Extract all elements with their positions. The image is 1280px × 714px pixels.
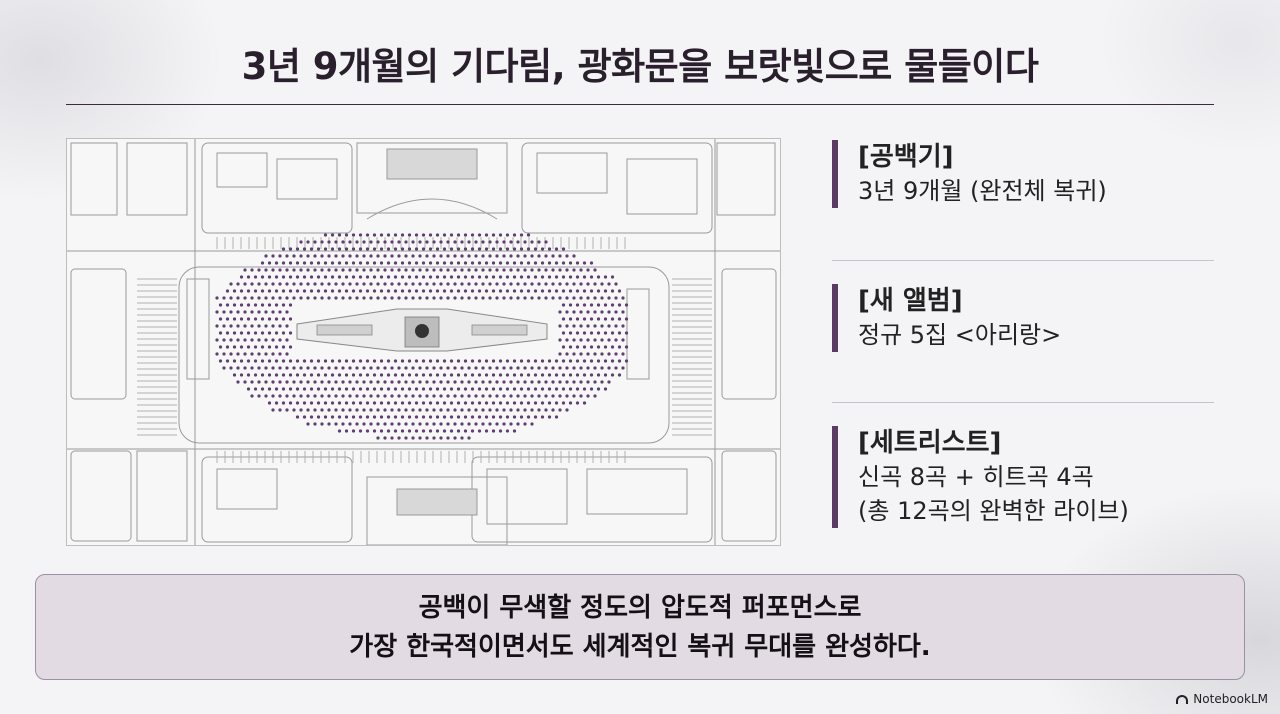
info-hiatus-value: 3년 9개월 (완전체 복귀): [858, 177, 1107, 205]
info-setlist: [세트리스트] 신곡 8곡 + 히트곡 4곡 (총 12곡의 완벽한 라이브): [832, 426, 1129, 528]
city-block: [521, 142, 713, 234]
building: [536, 152, 608, 194]
side-structure: [186, 278, 210, 380]
gate-roof: [386, 148, 478, 180]
info-separator: [832, 260, 1214, 261]
city-block: [716, 142, 776, 216]
center-stage: [296, 308, 548, 352]
info-separator: [832, 402, 1214, 403]
info-hiatus-label: [공백기]: [858, 142, 954, 172]
city-block: [721, 268, 777, 400]
gate-compound: [366, 476, 508, 545]
info-album-value: 정규 5집 <아리랑>: [858, 321, 1062, 349]
building: [486, 468, 568, 525]
plaza-outline: [178, 266, 670, 444]
crowd-dots: [215, 233, 629, 440]
gwanghwamun-plaza-map: [66, 138, 781, 546]
info-album-label: [새 앨범]: [858, 286, 963, 316]
plaza-site-plan: [67, 139, 780, 545]
gate-arc: [366, 198, 498, 220]
brand-mark: NotebookLM: [1176, 692, 1268, 706]
banner-line-1: 공백이 무색할 정도의 압도적 퍼포먼스로: [418, 593, 862, 623]
summary-banner: 공백이 무색할 정도의 압도적 퍼포먼스로 가장 한국적이면서도 세계적인 복귀…: [35, 574, 1245, 680]
city-block: [70, 142, 118, 216]
info-setlist-label: [세트리스트]: [858, 428, 1002, 458]
info-setlist-value-2: (총 12곡의 완벽한 라이브): [858, 497, 1129, 525]
city-block: [70, 268, 127, 400]
building: [626, 158, 698, 215]
city-block: [126, 142, 188, 216]
building: [276, 158, 338, 200]
brand-name: NotebookLM: [1193, 692, 1268, 706]
gate-compound: [356, 142, 508, 214]
slide-title: 3년 9개월의 기다림, 광화문을 보랏빛으로 물들이다: [241, 45, 1039, 88]
banner-line-2: 가장 한국적이면서도 세계적인 복귀 무대를 완성하다.: [349, 632, 931, 662]
building: [216, 152, 268, 188]
notebooklm-logo-icon: [1176, 694, 1189, 704]
city-block: [201, 142, 353, 234]
city-block: [136, 450, 188, 542]
info-new-album: [새 앨범] 정규 5집 <아리랑>: [832, 284, 1061, 352]
city-block: [201, 456, 353, 543]
building: [586, 468, 688, 515]
info-setlist-value-1: 신곡 8곡 + 히트곡 4곡: [858, 463, 1094, 491]
city-block: [70, 450, 132, 542]
info-hiatus: [공백기] 3년 9개월 (완전체 복귀): [832, 140, 1107, 208]
building: [216, 468, 278, 510]
gate-roof: [396, 488, 478, 516]
city-block: [721, 450, 777, 542]
side-pavilion: [626, 288, 650, 380]
city-block: [471, 456, 713, 543]
title-divider: [66, 104, 1214, 105]
